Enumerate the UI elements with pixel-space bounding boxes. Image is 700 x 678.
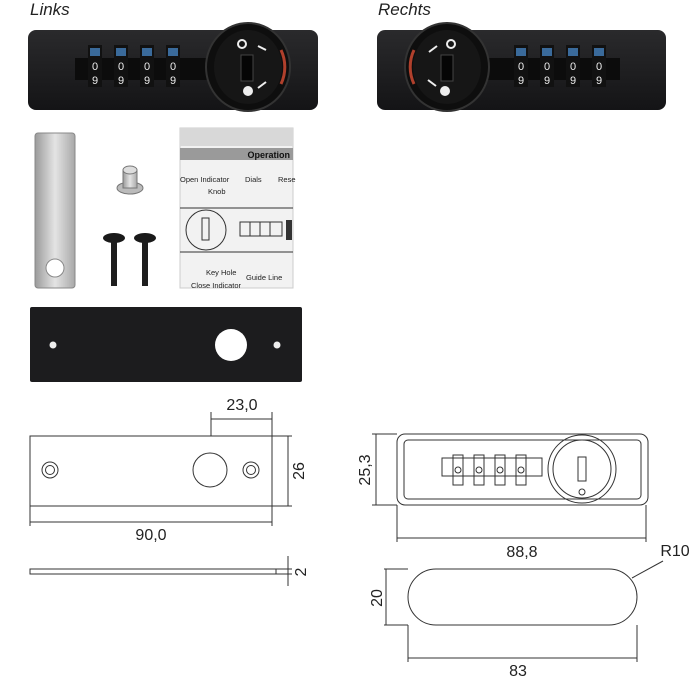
bolt-photo — [134, 233, 156, 286]
svg-text:9: 9 — [144, 75, 150, 87]
svg-text:9: 9 — [92, 75, 98, 87]
knob — [205, 22, 291, 112]
dim-cutout-height: 20 — [369, 589, 386, 607]
left-lock-photo: 0 9 0 9 0 9 0 9 — [28, 22, 318, 112]
right-variant-label: Rechts — [378, 0, 431, 19]
dim-plate-width: 90,0 — [135, 527, 166, 544]
svg-text:0: 0 — [518, 61, 524, 73]
dials: 0 9 0 9 0 9 0 9 — [88, 45, 180, 87]
svg-text:0: 0 — [144, 61, 150, 73]
screw-photo — [116, 165, 144, 195]
right-lock-photo: 0 9 0 9 0 9 0 9 — [377, 22, 666, 112]
svg-text:Guide Line: Guide Line — [246, 273, 282, 282]
dim-hole-offset: 23,0 — [226, 397, 257, 414]
svg-text:0: 0 — [596, 61, 602, 73]
instruction-manual-photo: Operation Open Indicator Knob Dials Rese… — [179, 127, 296, 290]
dim-plate-height: 26 — [291, 462, 308, 480]
svg-text:Close Indicator: Close Indicator — [191, 281, 242, 290]
svg-text:9: 9 — [170, 75, 176, 87]
manual-title: Operation — [247, 150, 290, 160]
svg-text:Open Indicator: Open Indicator — [180, 175, 230, 184]
dim-cutout-radius: R10 — [660, 543, 689, 560]
svg-text:Rese: Rese — [278, 175, 296, 184]
bolt-photo — [103, 233, 125, 286]
svg-text:0: 0 — [118, 61, 124, 73]
svg-text:9: 9 — [596, 75, 602, 87]
mounting-plate-photo — [30, 307, 302, 382]
dim-cutout-width: 83 — [509, 663, 527, 678]
svg-text:Key Hole: Key Hole — [206, 268, 236, 277]
svg-text:9: 9 — [570, 75, 576, 87]
svg-text:9: 9 — [544, 75, 550, 87]
svg-text:9: 9 — [118, 75, 124, 87]
svg-text:0: 0 — [544, 61, 550, 73]
plate-drawing: 23,0 26 90,0 2 — [29, 397, 310, 586]
svg-text:Knob: Knob — [208, 187, 226, 196]
lock-drawing: 25,3 88,8 20 83 R10 — [357, 433, 690, 678]
svg-text:0: 0 — [570, 61, 576, 73]
strike-plate-photo — [34, 132, 76, 289]
svg-text:9: 9 — [518, 75, 524, 87]
left-variant-label: Links — [30, 0, 70, 19]
dim-lock-height: 25,3 — [357, 454, 374, 485]
dim-lock-width: 88,8 — [506, 544, 537, 561]
dials: 0 9 0 9 0 9 0 9 — [514, 45, 606, 87]
dim-plate-thickness: 2 — [293, 567, 310, 576]
knob — [404, 22, 490, 112]
svg-text:0: 0 — [92, 61, 98, 73]
svg-text:Dials: Dials — [245, 175, 262, 184]
svg-text:0: 0 — [170, 61, 176, 73]
